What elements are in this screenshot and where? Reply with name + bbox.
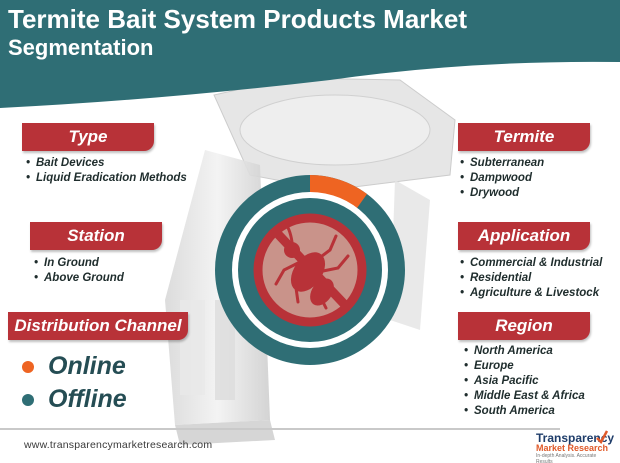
list-item: South America xyxy=(464,404,585,419)
logo-line3: In-depth Analysis. Accurate Results xyxy=(536,453,597,463)
channel-label-offline: Offline xyxy=(48,385,127,413)
list-item: Bait Devices xyxy=(26,156,187,171)
footer-url[interactable]: www.transparencymarketresearch.com xyxy=(24,439,213,451)
channel-online: Online xyxy=(22,352,126,381)
title-main: Termite Bait System Products Market xyxy=(8,4,467,34)
segment-tag-termite: Termite xyxy=(458,123,590,151)
header-banner xyxy=(0,0,620,108)
footer-divider xyxy=(0,428,560,430)
list-item: Europe xyxy=(464,359,585,374)
segment-label-distribution: Distribution Channel xyxy=(14,316,182,335)
list-item: Above Ground xyxy=(34,271,124,286)
check-icon xyxy=(596,430,608,444)
list-station: In Ground Above Ground xyxy=(34,256,124,286)
page-title: Termite Bait System Products Market Segm… xyxy=(8,4,467,61)
list-item: Commercial & Industrial xyxy=(460,256,602,271)
list-region: North America Europe Asia Pacific Middle… xyxy=(464,344,585,419)
segment-label-region: Region xyxy=(495,316,553,335)
segment-tag-distribution: Distribution Channel xyxy=(8,312,188,340)
list-item: Asia Pacific xyxy=(464,374,585,389)
list-item: Residential xyxy=(460,271,602,286)
segment-tag-station: Station xyxy=(30,222,162,250)
list-item: Drywood xyxy=(460,186,544,201)
segment-tag-application: Application xyxy=(458,222,590,250)
orange-dot-icon xyxy=(22,360,34,373)
segment-tag-region: Region xyxy=(458,312,590,340)
channel-offline: Offline xyxy=(22,385,127,414)
list-item: North America xyxy=(464,344,585,359)
segment-label-station: Station xyxy=(67,226,125,245)
list-application: Commercial & Industrial Residential Agri… xyxy=(460,256,602,301)
logo-line1: Transparency xyxy=(536,431,615,445)
no-termite-icon xyxy=(253,213,367,327)
company-logo: Transparency Market Research In-depth An… xyxy=(532,430,615,463)
segment-label-application: Application xyxy=(477,226,571,245)
list-termite: Subterranean Dampwood Drywood xyxy=(460,156,544,201)
list-item: Subterranean xyxy=(460,156,544,171)
teal-dot-icon xyxy=(22,393,34,406)
segment-label-type: Type xyxy=(68,127,108,146)
title-subtitle: Segmentation xyxy=(8,35,154,60)
channel-label-online: Online xyxy=(48,352,126,380)
segment-tag-type: Type xyxy=(22,123,154,151)
list-type: Bait Devices Liquid Eradication Methods xyxy=(26,156,187,186)
list-item: In Ground xyxy=(34,256,124,271)
segment-label-termite: Termite xyxy=(493,127,555,146)
list-item: Agriculture & Livestock xyxy=(460,286,602,301)
list-item: Middle East & Africa xyxy=(464,389,585,404)
logo-line2: Market Research xyxy=(536,443,609,453)
list-item: Liquid Eradication Methods xyxy=(26,171,187,186)
list-item: Dampwood xyxy=(460,171,544,186)
